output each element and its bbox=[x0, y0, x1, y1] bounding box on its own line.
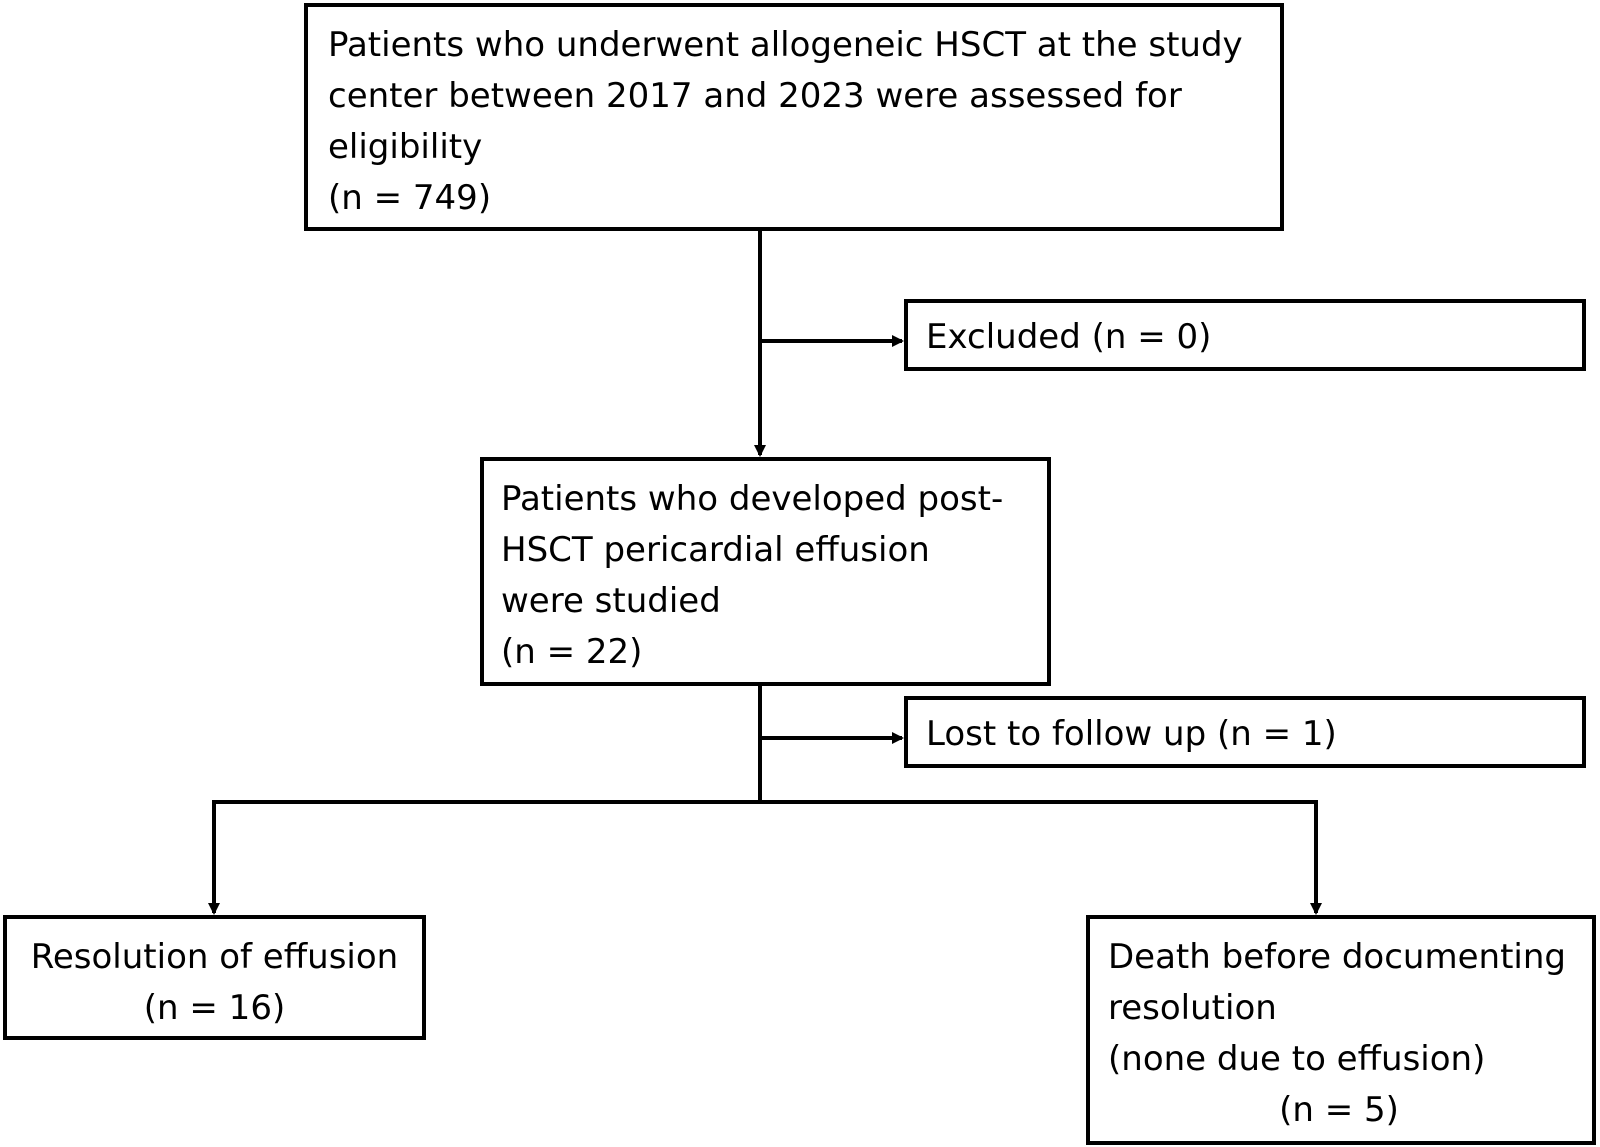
box-studied-patients: Patients who developed post- HSCT perica… bbox=[480, 457, 1051, 686]
studied-line-1: Patients who developed post- bbox=[501, 479, 1004, 519]
death-line-3: (none due to effusion) bbox=[1108, 1039, 1486, 1079]
assessed-line-3: eligibility bbox=[328, 127, 483, 167]
death-count: (n = 5) bbox=[1279, 1090, 1399, 1130]
resolution-line-1: Resolution of effusion bbox=[30, 937, 399, 977]
death-line-2: resolution bbox=[1108, 988, 1277, 1028]
lost-label: Lost to follow up (n = 1) bbox=[926, 714, 1337, 754]
death-line-1: Death before documenting bbox=[1108, 937, 1566, 977]
box-excluded: Excluded (n = 0) bbox=[904, 299, 1586, 371]
resolution-count: (n = 16) bbox=[143, 988, 286, 1028]
studied-line-2: HSCT pericardial effusion bbox=[501, 530, 930, 570]
box-resolution-of-effusion: Resolution of effusion (n = 16) bbox=[3, 915, 426, 1040]
box-assessed-for-eligibility: Patients who underwent allogeneic HSCT a… bbox=[304, 3, 1284, 231]
excluded-label: Excluded (n = 0) bbox=[926, 317, 1212, 357]
box-lost-to-follow-up: Lost to follow up (n = 1) bbox=[904, 696, 1586, 768]
box-death-before-resolution: Death before documenting resolution (non… bbox=[1086, 915, 1596, 1145]
assessed-line-1: Patients who underwent allogeneic HSCT a… bbox=[328, 25, 1243, 65]
studied-line-3: were studied bbox=[501, 581, 721, 621]
assessed-line-2: center between 2017 and 2023 were assess… bbox=[328, 76, 1182, 116]
studied-count: (n = 22) bbox=[501, 632, 643, 672]
assessed-count: (n = 749) bbox=[328, 178, 492, 218]
